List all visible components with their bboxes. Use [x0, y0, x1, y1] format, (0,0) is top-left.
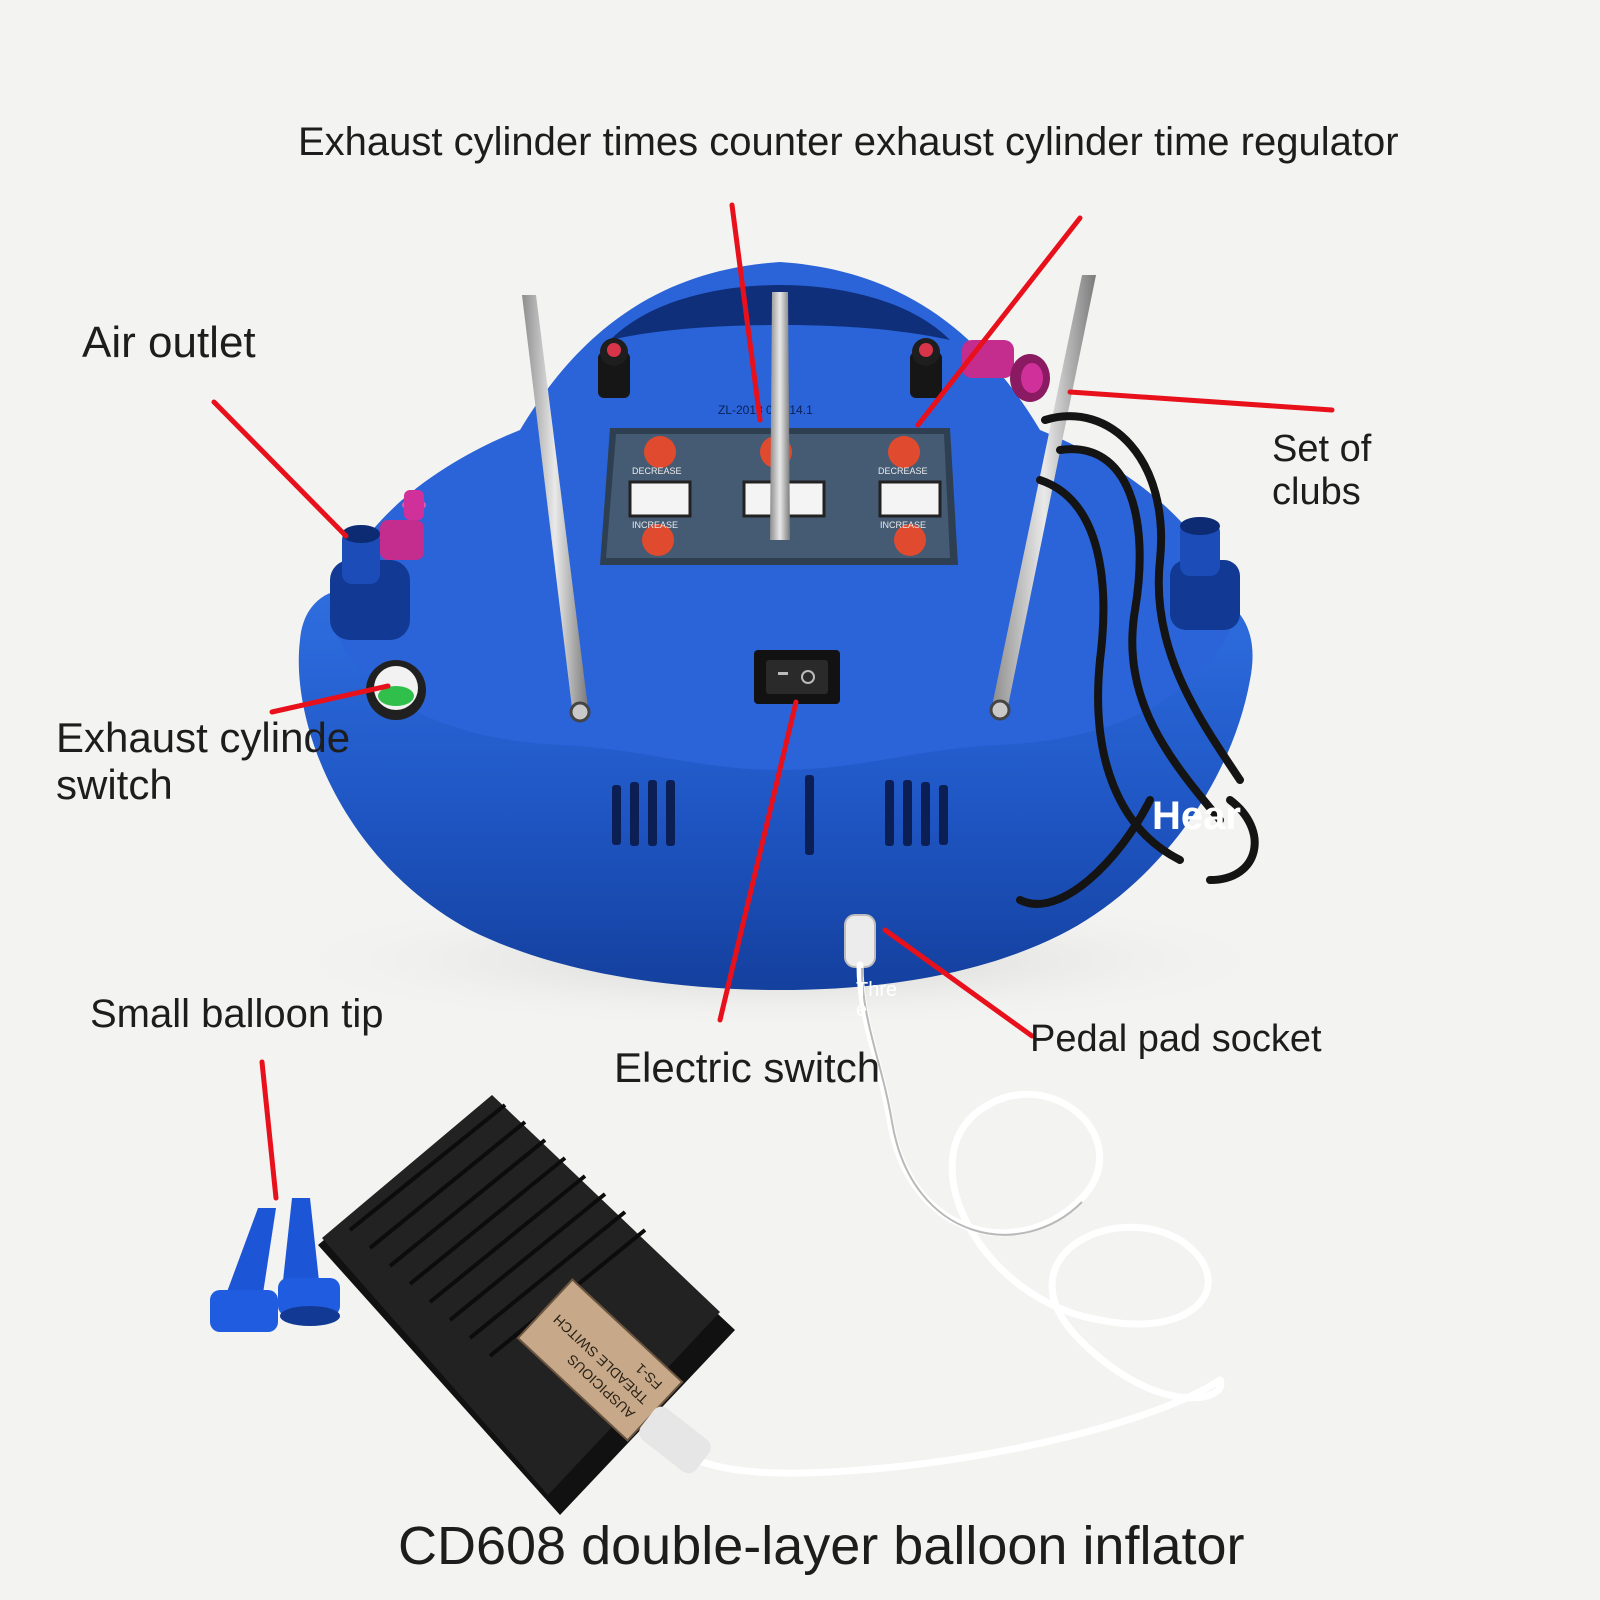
right-increase-button[interactable]	[894, 524, 926, 556]
left-rod	[522, 295, 588, 708]
pointer-counter	[729, 202, 763, 423]
right-rod	[992, 275, 1096, 706]
right-decrease-label: DECREASE	[878, 466, 928, 476]
pointer-lines	[211, 202, 1335, 1201]
air-outlet-label: Air outlet	[82, 318, 256, 367]
pedal-socket-label: Pedal pad socket	[1030, 1018, 1322, 1060]
pointer-air-outlet	[211, 399, 349, 539]
set-of-clubs-label: Set of clubs	[1272, 428, 1372, 513]
bottom-title: CD608 double-layer balloon inflator	[398, 1516, 1245, 1576]
left-increase-label: INCREASE	[632, 520, 678, 530]
pointer-balloon-tip	[259, 1059, 279, 1201]
pointer-clubs	[1067, 389, 1335, 413]
left-knob[interactable]	[598, 338, 630, 398]
small-balloon-tip-label: Small balloon tip	[90, 992, 384, 1036]
left-display	[628, 480, 692, 518]
small-balloon-tips	[210, 1198, 340, 1332]
right-decrease-button[interactable]	[888, 436, 920, 468]
electric-power-switch[interactable]	[754, 650, 840, 704]
right-air-outlet[interactable]	[1170, 517, 1240, 630]
pedal-cord-strain-relief	[639, 1406, 711, 1474]
tiny-tag: Thre e	[856, 979, 898, 1021]
pedal-socket	[844, 914, 876, 968]
right-knob[interactable]	[910, 338, 942, 398]
pointer-exhaust-switch	[269, 683, 391, 715]
exhaust-switch-label: Exhaust cylinde switch	[56, 714, 351, 809]
pointer-electric-switch	[717, 699, 799, 1023]
balloon-tip-left	[224, 1208, 276, 1300]
vent-slots	[612, 775, 948, 855]
power-cord	[1016, 412, 1259, 908]
metal-rods	[522, 275, 1096, 723]
balloon-tip-right	[282, 1198, 320, 1290]
exhaust-cylinder-switch[interactable]	[366, 660, 426, 720]
foot-pedal[interactable]: AUSPICIOUS TREADLE SWITCH FS-1	[318, 1095, 735, 1515]
right-display	[878, 480, 942, 518]
left-pink-nozzle	[380, 490, 426, 560]
left-increase-button[interactable]	[642, 524, 674, 556]
center-rod	[770, 292, 790, 540]
pointer-pedal-socket	[882, 927, 1035, 1039]
top-heading: Exhaust cylinder times counter exhaust c…	[298, 120, 1399, 164]
electric-switch-label: Electric switch	[614, 1044, 881, 1091]
head-label: Hear	[1152, 794, 1241, 838]
model-strip: ZL-2013 0 8314.1	[718, 403, 813, 417]
pointer-regulator	[915, 215, 1083, 428]
left-air-outlet[interactable]	[330, 525, 410, 640]
white-pedal-cord-shade	[861, 967, 1083, 1236]
left-decrease-label: DECREASE	[632, 466, 682, 476]
left-decrease-button[interactable]	[644, 436, 676, 468]
right-increase-label: INCREASE	[880, 520, 926, 530]
